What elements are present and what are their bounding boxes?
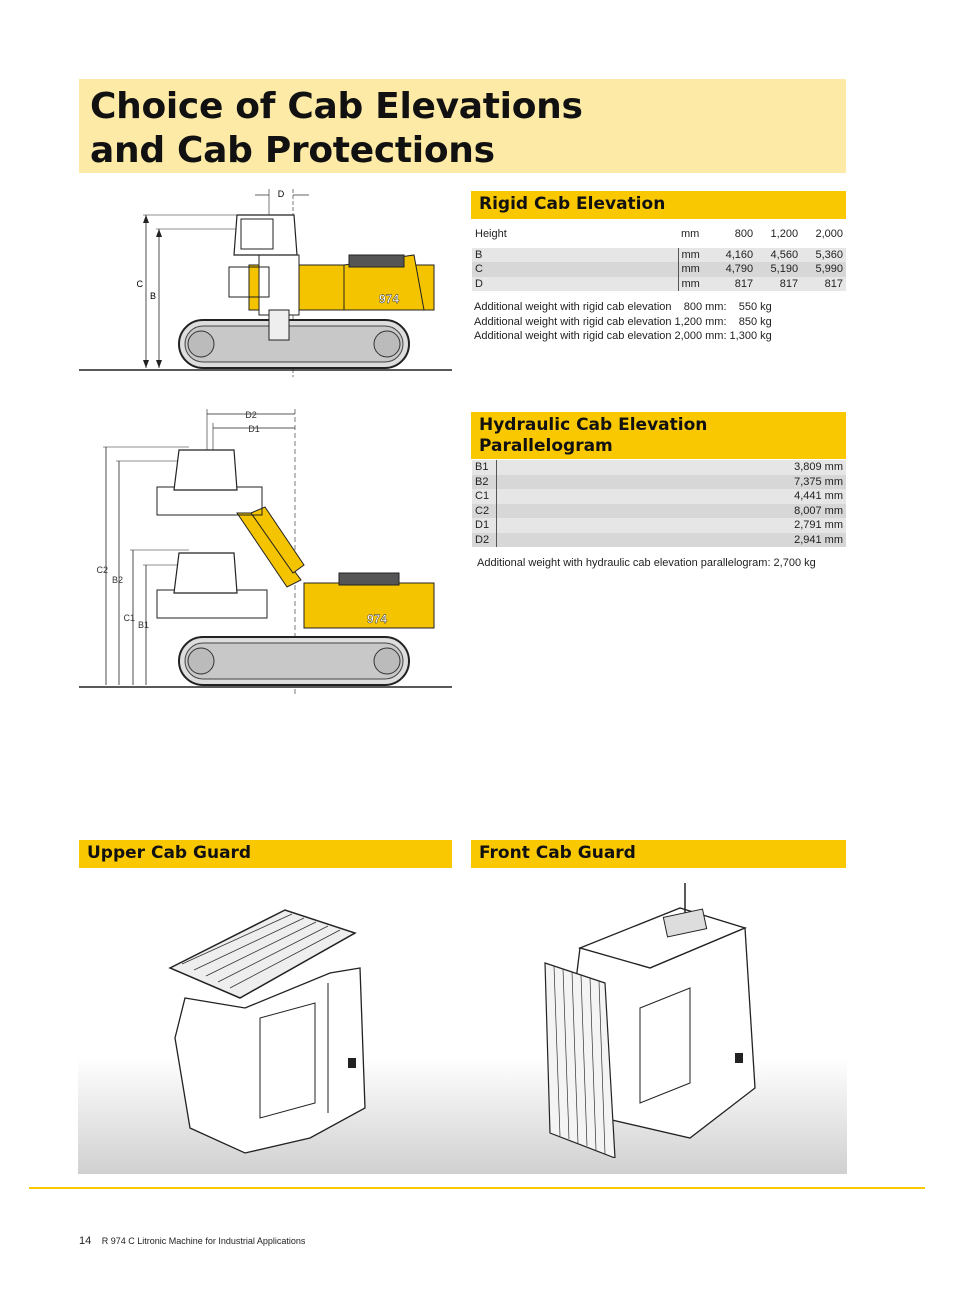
hydraulic-heading-line2: Parallelogram <box>479 436 613 456</box>
dim-label-c2: C2 <box>96 565 108 575</box>
rigid-notes: Additional weight with rigid cab elevati… <box>474 300 772 344</box>
dim-label-b: B <box>150 291 156 301</box>
dim-label-d2: D2 <box>245 410 257 420</box>
rigid-header-v2: 1,200 <box>770 228 799 241</box>
rigid-heading: Rigid Cab Elevation <box>471 191 846 219</box>
hydraulic-heading-line1: Hydraulic Cab Elevation <box>479 415 708 435</box>
hydraulic-elevation-diagram: D2 D1 C2 B2 C1 B1 974 <box>79 409 452 695</box>
footer-rule <box>29 1187 925 1189</box>
footer: 14 R 974 C Litronic Machine for Industri… <box>79 1235 305 1247</box>
rigid-table: Height mm 800 1,200 2,000 B mm 4,160 4,5… <box>472 227 846 291</box>
rigid-elevation-diagram: C B D 974 <box>79 189 452 377</box>
page-number: 14 <box>79 1235 92 1247</box>
rigid-note: Additional weight with rigid cab elevati… <box>474 315 772 328</box>
rigid-header-v3: 2,000 <box>815 228 843 241</box>
rigid-note: Additional weight with rigid cab elevati… <box>474 301 772 313</box>
rigid-header-v1: 800 <box>734 228 754 241</box>
rigid-header-label: Height <box>475 228 507 241</box>
hydraulic-heading: Hydraulic Cab Elevation Parallelogram <box>471 412 846 459</box>
front-cab-guard-illustration <box>544 883 756 1158</box>
dim-label-c1: C1 <box>123 613 135 623</box>
rigid-header-unit: mm <box>681 228 700 241</box>
dim-label-c: C <box>137 279 144 289</box>
footer-text: R 974 C Litronic Machine for Industrial … <box>101 1236 306 1246</box>
hydraulic-note: Additional weight with hydraulic cab ele… <box>477 557 816 569</box>
dim-label-d1: D1 <box>248 424 260 434</box>
table-row: B mm 4,160 4,560 5,360 <box>472 247 846 262</box>
table-row: C mm 4,790 5,190 5,990 <box>472 262 846 277</box>
upper-guard-heading: Upper Cab Guard <box>79 840 452 868</box>
dim-label-b2: B2 <box>112 575 123 585</box>
dim-label-d: D <box>278 189 285 199</box>
page-title: Choice of Cab Elevations and Cab Protect… <box>90 85 583 173</box>
rigid-table-header: Height mm 800 1,200 2,000 <box>472 227 846 242</box>
upper-cab-guard-illustration <box>168 909 366 1154</box>
dim-label-b1: B1 <box>138 620 149 630</box>
page-title-line2: and Cab Protections <box>90 130 495 171</box>
model-label-2: 974 <box>367 612 387 626</box>
model-label-1: 974 <box>379 292 399 306</box>
page-title-band: Choice of Cab Elevations and Cab Protect… <box>79 79 846 173</box>
table-row: D mm 817 817 817 <box>472 276 846 291</box>
page-title-line1: Choice of Cab Elevations <box>90 86 583 127</box>
front-guard-heading: Front Cab Guard <box>471 840 846 868</box>
rigid-note: Additional weight with rigid cab elevati… <box>474 330 772 342</box>
